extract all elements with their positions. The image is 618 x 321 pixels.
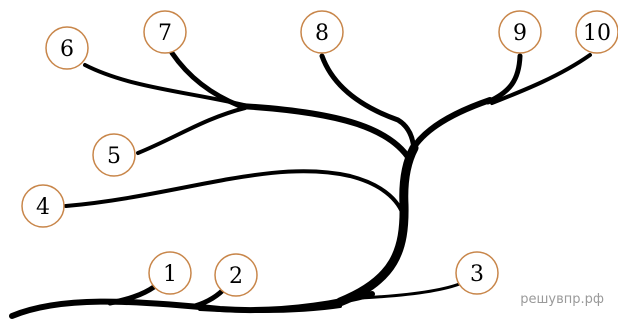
branch-7 [169, 50, 243, 109]
node-8: 8 [300, 10, 344, 54]
node-10: 10 [575, 10, 618, 54]
watermark: решувпр.рф [520, 292, 604, 307]
branch-5 [136, 106, 247, 155]
node-8-label: 8 [315, 21, 329, 46]
node-3: 3 [455, 251, 499, 295]
node-6-label: 6 [60, 37, 74, 62]
branch-10 [490, 53, 592, 105]
node-2-label: 2 [229, 264, 243, 289]
node-1: 1 [148, 251, 192, 295]
node-10-label: 10 [583, 21, 611, 46]
node-2: 2 [214, 253, 258, 297]
node-4: 4 [21, 184, 65, 228]
node-9-label: 9 [513, 21, 527, 46]
branch-4 [64, 169, 407, 224]
node-1-label: 1 [163, 262, 177, 287]
trunk-base-tail [198, 304, 342, 313]
node-6: 6 [45, 26, 89, 70]
node-7-label: 7 [158, 21, 172, 46]
branch-3 [358, 281, 464, 300]
branch-upper [237, 103, 413, 163]
node-5: 5 [92, 133, 136, 177]
node-5-label: 5 [107, 144, 121, 169]
trunk-base [9, 291, 375, 319]
node-4-label: 4 [36, 195, 50, 220]
node-3-label: 3 [470, 262, 484, 287]
node-9: 9 [498, 10, 542, 54]
branch-8 [319, 53, 417, 153]
node-7: 7 [143, 10, 187, 54]
branch-9 [485, 53, 523, 105]
branch-right [409, 97, 493, 153]
trunk-main [335, 143, 419, 307]
